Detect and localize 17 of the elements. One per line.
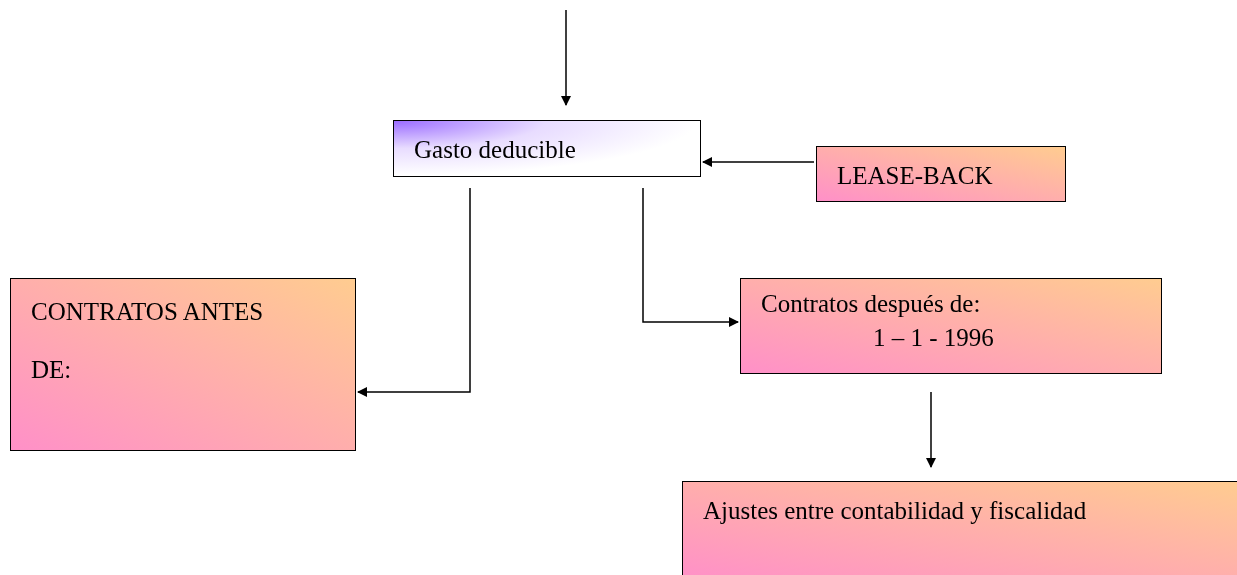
box-label: 1 – 1 - 1996 — [872, 323, 994, 353]
box-label: DE: — [31, 355, 72, 385]
arrow — [702, 157, 815, 167]
arrow — [357, 187, 471, 397]
process-box — [740, 278, 1162, 374]
process-box — [393, 120, 701, 177]
arrow — [561, 9, 571, 106]
process-box — [10, 278, 356, 451]
box-label: LEASE-BACK — [837, 161, 993, 191]
process-box — [816, 146, 1066, 202]
box-label: Contratos después de: — [761, 289, 981, 319]
arrow — [926, 391, 936, 468]
arrow — [642, 187, 739, 327]
process-box — [682, 481, 1237, 575]
box-label: CONTRATOS ANTES — [31, 297, 264, 327]
box-label: Gasto deducible — [414, 135, 576, 165]
box-label: Ajustes entre contabilidad y fiscalidad — [703, 496, 1087, 526]
